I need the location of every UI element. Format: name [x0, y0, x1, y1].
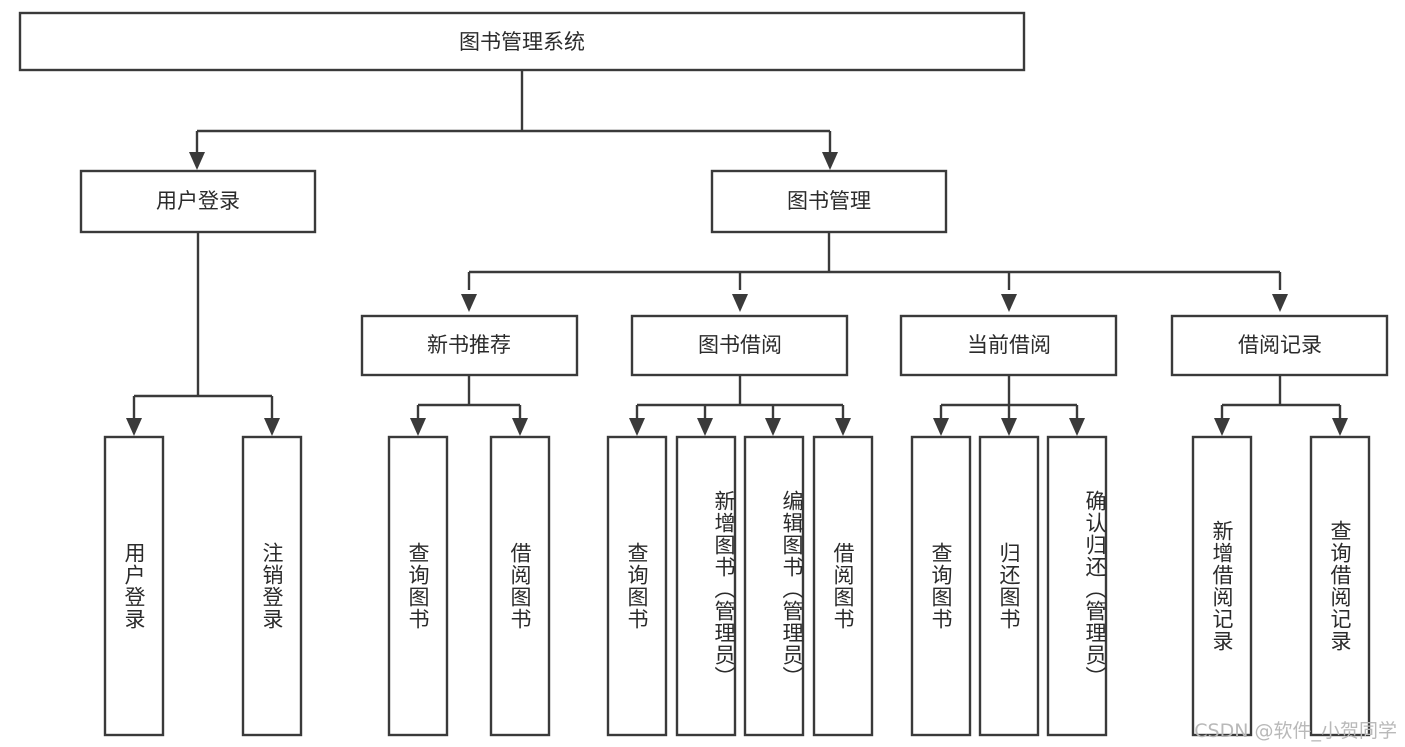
leaf-box-query-book-1[interactable] — [387, 435, 449, 737]
node-book-manage[interactable]: 图书管理 — [710, 169, 948, 234]
node-user-login-box — [79, 169, 317, 234]
leaf-box-user-login[interactable] — [103, 435, 165, 737]
connector-root-to-level2 — [189, 70, 838, 170]
node-book-borrow[interactable]: 图书借阅 — [630, 314, 849, 377]
node-borrow-record[interactable]: 借阅记录 — [1170, 314, 1389, 377]
connector-book-borrow-to-leaves — [629, 375, 851, 436]
node-new-book-recommend-box — [360, 314, 579, 377]
leaf-box-borrow-book-1[interactable] — [489, 435, 551, 737]
leaf-box-query-book-2[interactable] — [606, 435, 668, 737]
leaf-box-borrow-book-2[interactable] — [812, 435, 874, 737]
leaf-box-edit-book[interactable] — [743, 435, 805, 737]
leaf-box-confirm-return[interactable] — [1046, 435, 1108, 737]
node-new-book-recommend[interactable]: 新书推荐 — [360, 314, 579, 377]
node-root-box — [18, 11, 1026, 72]
node-user-login-label: 用户登录 — [156, 189, 240, 213]
leaf-box-query-record[interactable] — [1309, 435, 1371, 737]
connector-user-login-to-leaves — [126, 232, 280, 436]
leaf-box-user-logout[interactable] — [241, 435, 303, 737]
connector-current-borrow-to-leaves — [933, 375, 1085, 436]
leaf-box-add-book[interactable] — [675, 435, 737, 737]
node-book-borrow-label: 图书借阅 — [698, 333, 782, 357]
leaf-box-query-book-3[interactable] — [910, 435, 972, 737]
node-current-borrow[interactable]: 当前借阅 — [899, 314, 1118, 377]
node-book-manage-label: 图书管理 — [787, 189, 871, 213]
connector-new-book-recommend-to-leaves — [410, 375, 528, 436]
node-new-book-recommend-label: 新书推荐 — [427, 333, 511, 357]
watermark-text: CSDN @软件_小贺同学 — [1194, 720, 1397, 742]
node-root-label: 图书管理系统 — [459, 30, 585, 54]
node-current-borrow-label: 当前借阅 — [967, 333, 1051, 357]
node-root[interactable]: 图书管理系统 — [18, 11, 1026, 72]
connector-book-manage-to-level3 — [461, 232, 1288, 312]
connector-borrow-record-to-leaves — [1214, 375, 1348, 436]
leaf-box-add-record[interactable] — [1191, 435, 1253, 737]
node-user-login[interactable]: 用户登录 — [79, 169, 317, 234]
node-borrow-record-label: 借阅记录 — [1238, 333, 1322, 357]
node-current-borrow-box — [899, 314, 1118, 377]
leaf-box-return-book[interactable] — [978, 435, 1040, 737]
